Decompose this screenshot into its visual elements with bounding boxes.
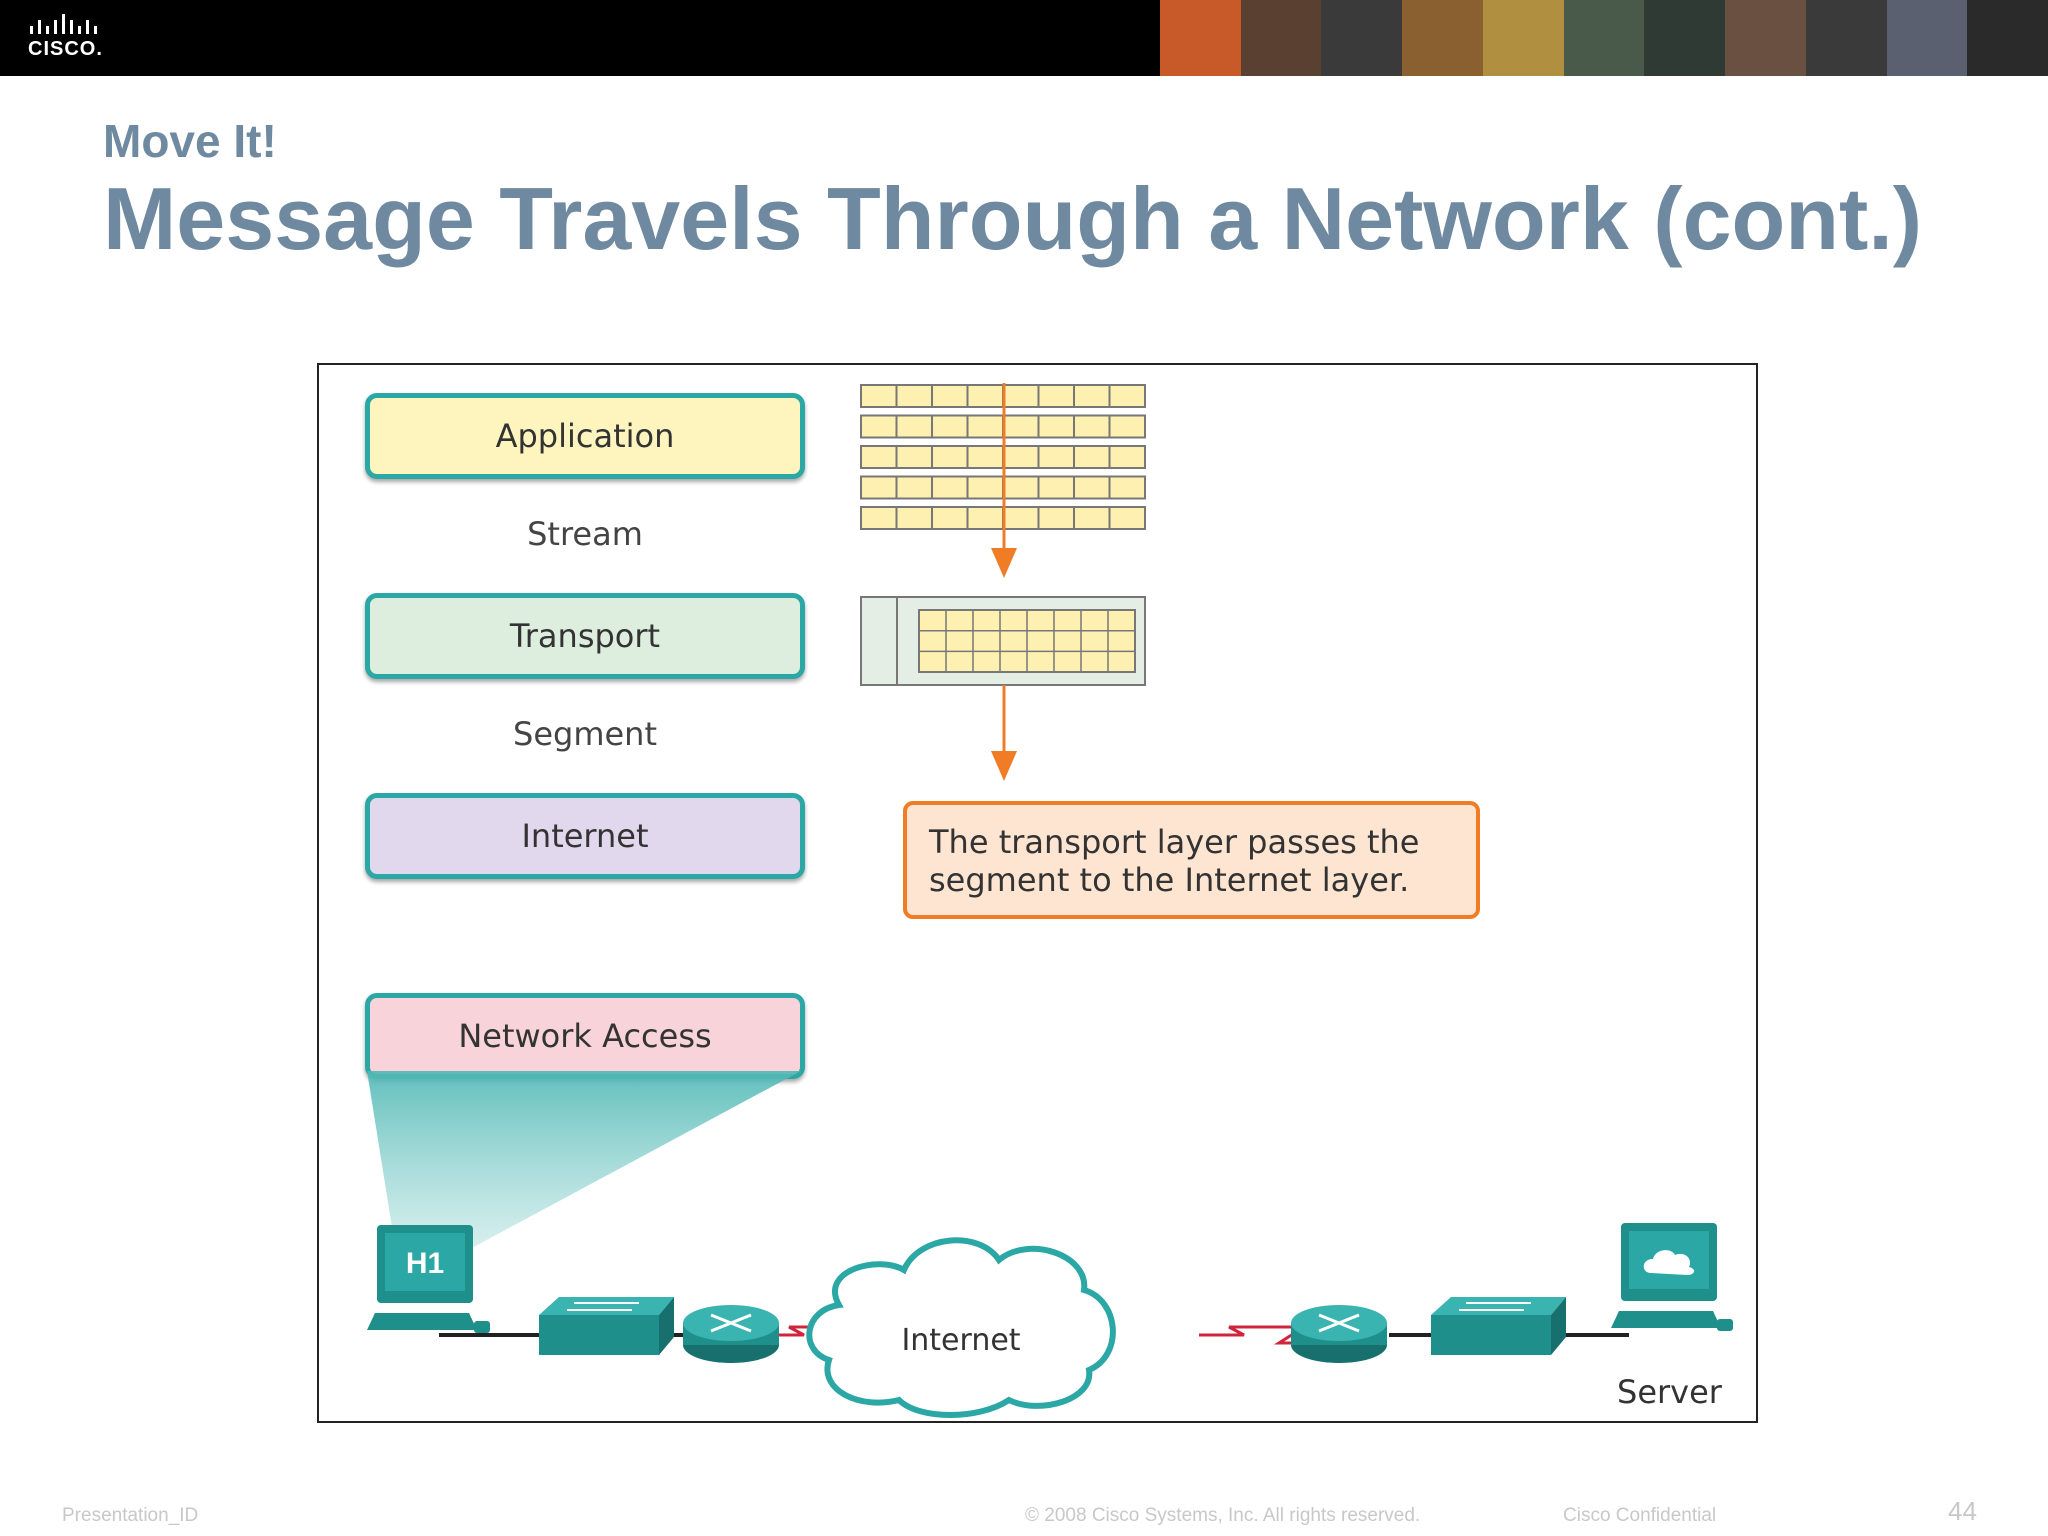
layer-network-access: Network Access <box>365 993 805 1079</box>
router-right-icon <box>1291 1305 1387 1363</box>
header-photo-tile <box>1563 0 1645 76</box>
down-arrow-1 <box>991 383 1017 578</box>
router-left-icon <box>683 1305 779 1363</box>
header-photo-tile <box>1967 0 2048 76</box>
header-photo-tile <box>1805 0 1887 76</box>
cisco-bars-icon <box>30 14 97 34</box>
server-label: Server <box>1617 1373 1722 1411</box>
data-flow-graphic <box>860 383 1146 781</box>
header-photo-tile <box>1321 0 1403 76</box>
footer-confidential: Cisco Confidential <box>1563 1505 1717 1526</box>
switch-right-icon <box>1431 1297 1566 1355</box>
slide-subtitle: Move It! <box>103 115 277 167</box>
footer-copyright: © 2008 Cisco Systems, Inc. All rights re… <box>1025 1505 1421 1526</box>
encapsulation-diagram: Application Stream Transport Segment Int… <box>317 363 1758 1423</box>
pdu-label-stream: Stream <box>527 515 643 553</box>
header-photo-tile <box>1402 0 1483 76</box>
serial-link-right-icon <box>1199 1325 1344 1345</box>
pc-h1-icon: H1 <box>367 1225 490 1333</box>
cisco-logo: CISCO. <box>28 14 128 64</box>
pdu-label-segment: Segment <box>513 715 657 753</box>
projection-beam <box>367 1071 801 1271</box>
transport-callout: The transport layer passes the segment t… <box>903 801 1480 919</box>
server-icon <box>1611 1223 1733 1331</box>
header-photo-strip <box>1160 0 2048 76</box>
header-photo-tile <box>1644 0 1726 76</box>
header-photo-tile <box>1482 0 1564 76</box>
header-photo-tile <box>1886 0 1968 76</box>
header-bar: CISCO. <box>0 0 2048 76</box>
internet-cloud-icon: Internet <box>806 1237 1116 1418</box>
slide-title: Message Travels Through a Network (cont.… <box>103 169 1923 268</box>
layer-internet: Internet <box>365 793 805 879</box>
segment-block <box>860 596 1146 686</box>
page-number: 44 <box>1948 1496 1977 1526</box>
cloud-label: Internet <box>901 1323 1020 1358</box>
footer-presentation-id: Presentation_ID <box>62 1505 199 1526</box>
layer-transport: Transport <box>365 593 805 679</box>
network-topology: H1 Internet <box>367 1223 1733 1418</box>
header-photo-tile <box>1160 0 1241 76</box>
header-photo-tile <box>1240 0 1322 76</box>
layer-application: Application <box>365 393 805 479</box>
switch-left-icon <box>539 1297 674 1355</box>
header-photo-tile <box>1725 0 1806 76</box>
stream-data-blocks <box>860 384 1146 530</box>
pc-h1-label: H1 <box>406 1247 444 1280</box>
down-arrow-2 <box>991 685 1017 781</box>
logo-text: CISCO. <box>28 38 103 60</box>
